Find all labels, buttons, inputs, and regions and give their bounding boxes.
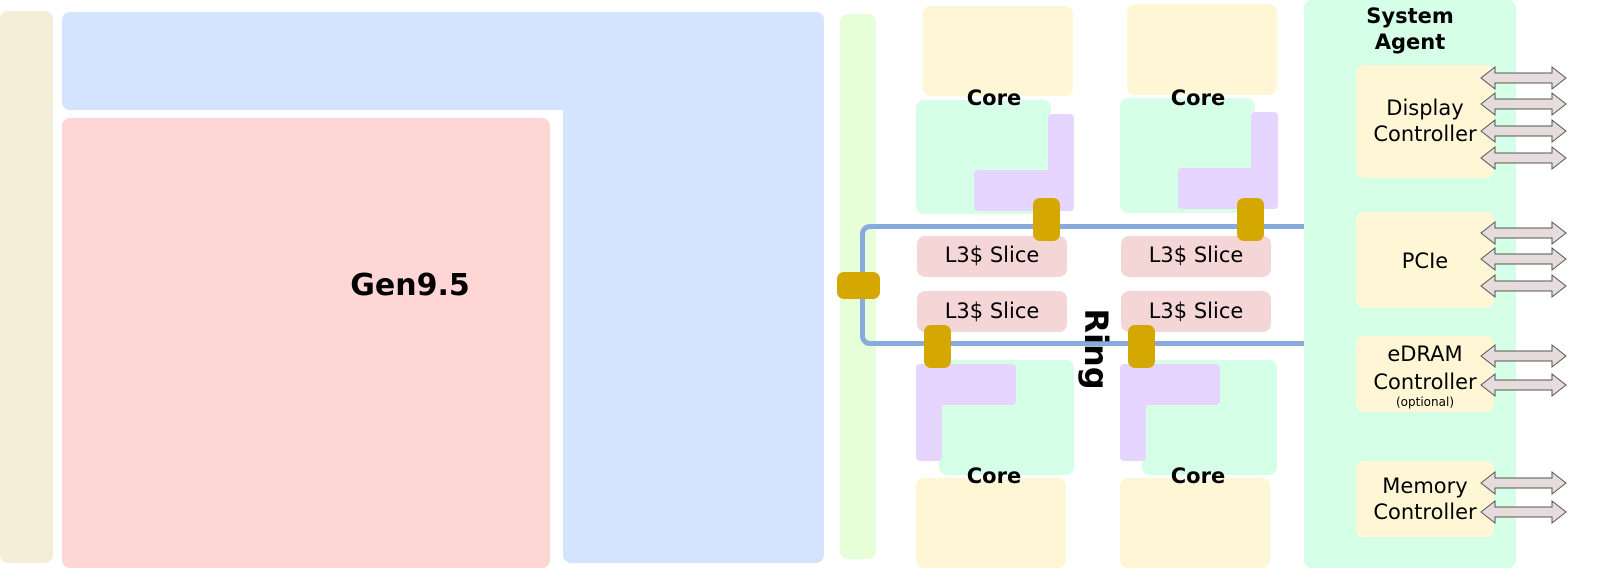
ring-stop-gpu [837,272,880,299]
edram-controller-block [1356,336,1494,412]
l3-slice-4-label: L3$ Slice [1148,299,1244,323]
left-strip [0,11,53,563]
gpu-blue-right [563,12,824,563]
memory-controller-line2: Controller [1373,500,1477,524]
edram-controller-line1: eDRAM [1387,342,1463,366]
ring-stop-core-4 [1128,325,1155,368]
pcie-label: PCIe [1401,249,1449,273]
core-1-label: Core [966,86,1022,110]
display-controller-line2: Controller [1373,122,1477,146]
display-io-arrow-1 [1480,66,1567,90]
core-4-label: Core [1170,464,1226,488]
core-4-yellow [1120,478,1270,568]
ring-stop-core-3 [924,325,951,368]
pcie-io-arrow-3 [1480,274,1567,298]
memory-io-arrow-2 [1480,500,1567,524]
pcie-block [1356,212,1494,308]
core-1-yellow [923,6,1073,96]
memory-controller-block [1356,461,1494,537]
core-4-purple-h [1120,364,1220,405]
core-2-label: Core [1170,86,1226,110]
core-2-yellow [1127,4,1277,95]
core-3-label: Core [966,464,1022,488]
gpu-label: Gen9.5 [350,268,470,303]
pcie-io-arrow-2 [1480,247,1567,271]
core-3-yellow [916,478,1066,568]
gpu-blue-notch [551,110,563,122]
l3-slice-3-label: L3$ Slice [944,299,1040,323]
l3-slice-1-label: L3$ Slice [944,243,1040,267]
memory-controller-line1: Memory [1382,474,1468,498]
pcie-io-arrow-1 [1480,221,1567,245]
system-agent-title-1: System [1366,4,1454,28]
display-io-arrow-3 [1480,119,1567,143]
display-io-arrow-2 [1480,92,1567,116]
edram-io-arrow-2 [1480,373,1567,397]
display-controller-line1: Display [1386,96,1464,120]
l3-slice-2 [1121,236,1271,277]
display-io-arrow-4 [1480,146,1567,170]
edram-controller-line2: Controller [1373,370,1477,394]
ring-stop-core-1 [1033,198,1060,241]
gpu-red-region [62,118,550,568]
l3-slice-1 [917,236,1067,277]
memory-io-arrow-1 [1480,471,1567,495]
display-controller-block [1356,65,1494,178]
edram-controller-note: (optional) [1396,395,1454,409]
core-3-purple-h [916,364,1016,405]
edram-io-arrow-1 [1480,344,1567,368]
ring-stop-core-2 [1237,198,1264,241]
system-agent-title-2: Agent [1374,30,1446,54]
l3-slice-2-label: L3$ Slice [1148,243,1244,267]
